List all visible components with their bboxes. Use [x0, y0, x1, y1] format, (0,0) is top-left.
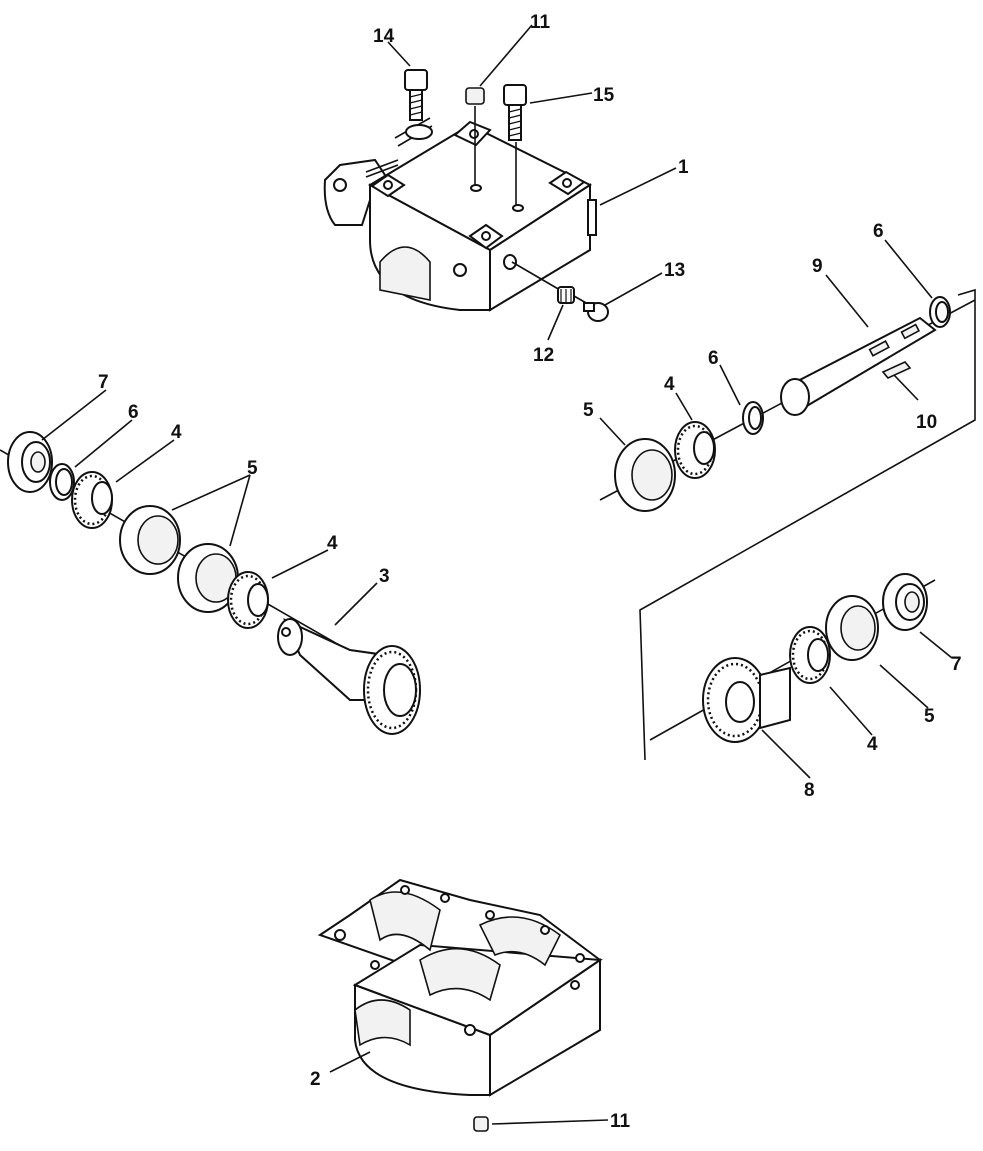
callout-3: 3: [379, 566, 390, 587]
pipe-plug-11-top: [465, 87, 485, 185]
callout-1: 1: [678, 157, 689, 178]
callout-4-right-bottom: 4: [867, 734, 878, 755]
callout-13: 13: [664, 260, 685, 281]
callout-5-right-top: 5: [583, 400, 594, 421]
callout-labels: 14 11 15 1 13 12 6 9 10 6 4 5 7 6 4 5 4 …: [98, 12, 962, 1132]
callout-11-bottom: 11: [610, 1111, 631, 1132]
pinion-shaft-assembly: [0, 431, 421, 735]
lower-housing: [317, 878, 603, 1132]
callout-6-right-top: 6: [873, 221, 884, 242]
callout-9: 9: [812, 256, 823, 277]
callout-4-left-1: 4: [171, 422, 182, 443]
callout-15: 15: [593, 85, 615, 106]
callout-7-right: 7: [951, 654, 962, 675]
callout-6-left: 6: [128, 402, 139, 423]
callout-6-right: 6: [708, 348, 719, 369]
cap-screw-15: [503, 84, 527, 205]
ring-gear-assembly: [649, 573, 936, 743]
callout-4-left-2: 4: [327, 533, 338, 554]
callout-5-left: 5: [247, 458, 258, 479]
callout-11-top: 11: [530, 12, 551, 33]
callout-12: 12: [533, 345, 554, 366]
callout-8: 8: [804, 780, 815, 801]
upper-housing: [323, 117, 597, 312]
breather-13: [573, 295, 609, 322]
callout-7-left: 7: [98, 372, 109, 393]
callout-4-right-top: 4: [664, 374, 675, 395]
leader-lines: [41, 24, 953, 1125]
callout-10: 10: [916, 412, 937, 433]
fitting-12: [511, 261, 575, 304]
callout-5-right-bottom: 5: [924, 706, 935, 727]
callout-14: 14: [373, 26, 395, 47]
callout-2: 2: [310, 1069, 321, 1090]
output-shaft-assembly: [599, 288, 976, 761]
cap-screw-14: [404, 69, 433, 140]
